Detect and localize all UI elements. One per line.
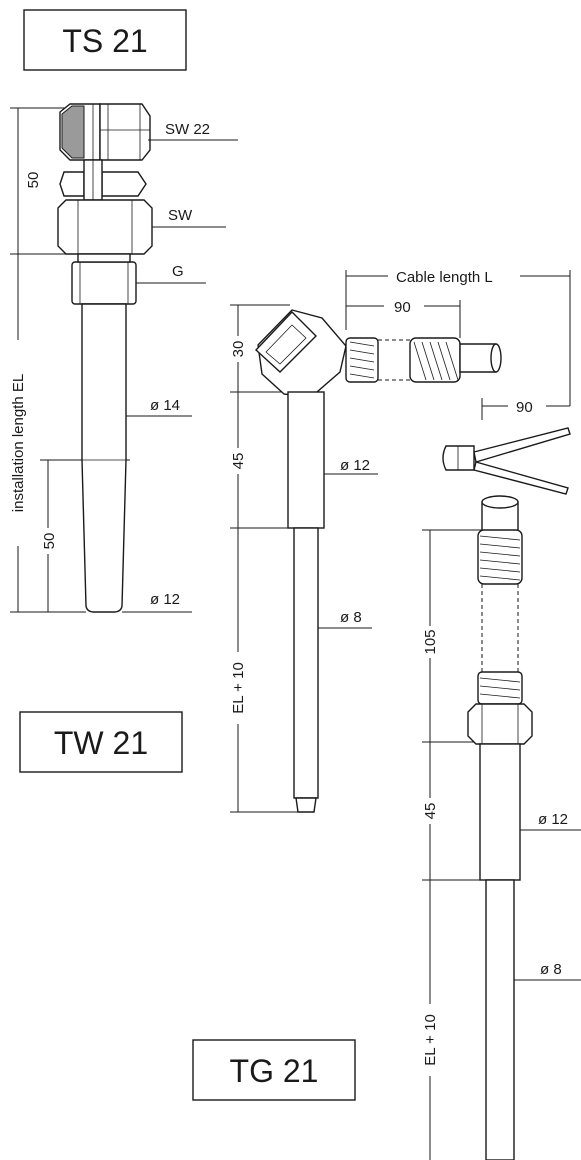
title-tg21: TG 21 — [230, 1053, 319, 1089]
title-box-tw21: TW 21 — [19, 711, 183, 773]
tw21-label-d12: ø 12 — [340, 457, 370, 474]
tg21-label-d8: ø 8 — [540, 961, 562, 978]
tg21-dim-45: 45 — [422, 803, 439, 820]
tw21-drawing — [230, 270, 571, 813]
ts21-label-sw: SW — [168, 207, 193, 224]
tg21-drawing — [422, 495, 581, 1160]
tw21-dim-90-right: 90 — [516, 399, 533, 416]
tw21-label-cable-length: Cable length L — [396, 269, 493, 286]
ts21-label-sw22: SW 22 — [165, 121, 210, 138]
tw21-dim-90-top: 90 — [394, 299, 411, 316]
ts21-dim-tip: 50 — [41, 533, 58, 550]
tg21-dim-el: EL + 10 — [422, 1014, 439, 1066]
ts21-dim-top: 50 — [25, 172, 42, 189]
title-tw21: TW 21 — [54, 725, 148, 761]
ts21-dim-install: installation length EL — [10, 374, 27, 512]
title-box-ts21: TS 21 — [23, 9, 187, 71]
ts21-label-d12: ø 12 — [150, 591, 180, 608]
tg21-dim-105: 105 — [422, 629, 439, 654]
title-ts21: TS 21 — [62, 23, 147, 59]
tw21-dim-el: EL + 10 — [230, 662, 247, 714]
title-box-tg21: TG 21 — [192, 1039, 356, 1101]
tw21-dim-head: 30 — [230, 341, 247, 358]
ts21-label-g: G — [172, 263, 184, 280]
tw21-label-d8: ø 8 — [340, 609, 362, 626]
ts21-label-d14: ø 14 — [150, 397, 180, 414]
tg21-label-d12: ø 12 — [538, 811, 568, 828]
tw21-dim-mid: 45 — [230, 453, 247, 470]
